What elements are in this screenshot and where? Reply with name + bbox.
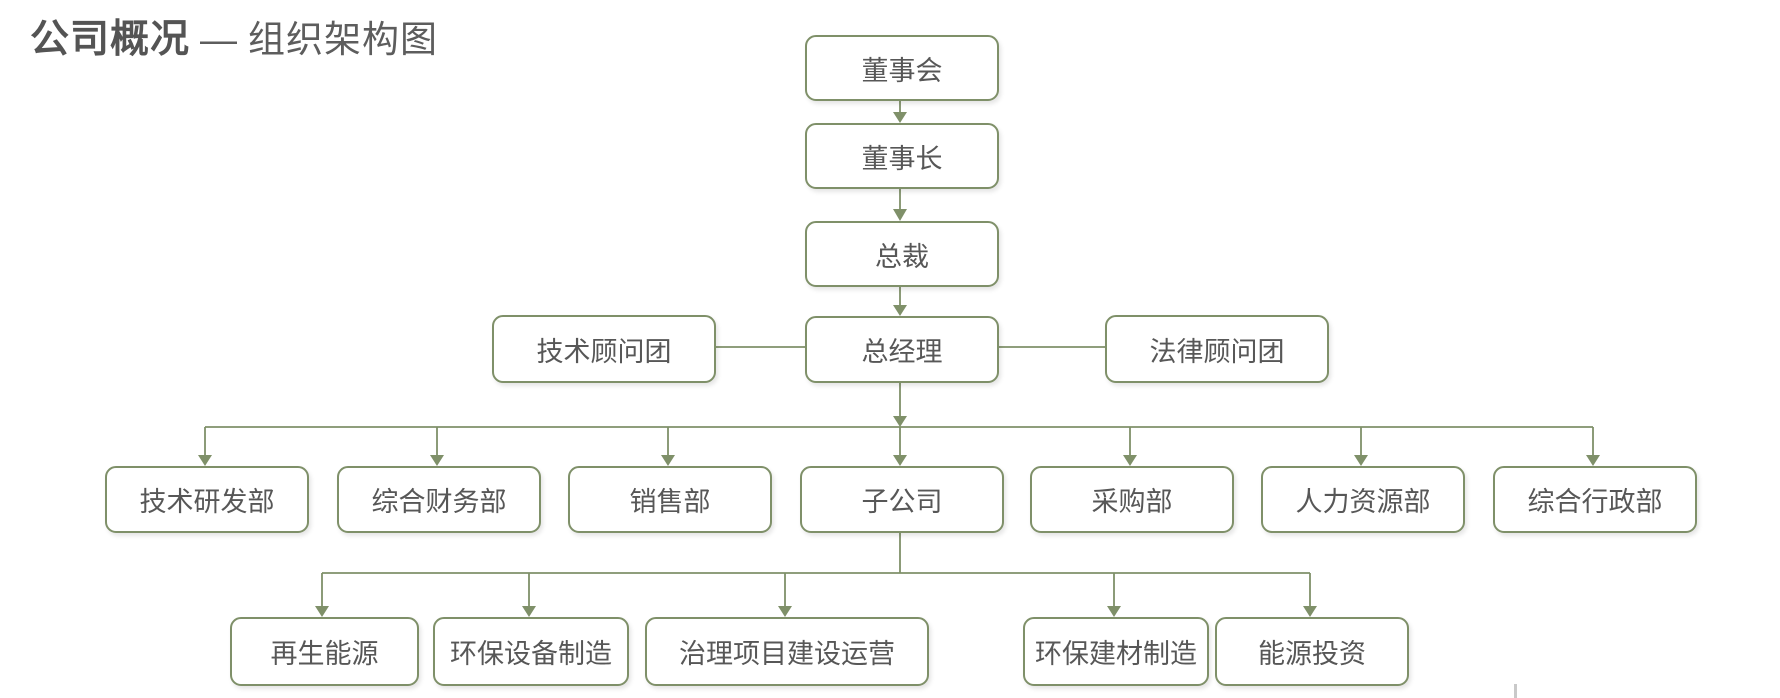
org-node-sub-enviro-equipment[interactable]: 环保设备制造 [433, 617, 629, 686]
connector-drop-dept-rnd [198, 427, 212, 466]
connector-chairman-president [893, 185, 907, 221]
connector-drop-dept-subsidiaries [893, 427, 907, 466]
org-node-dept-subsidiaries[interactable]: 子公司 [800, 466, 1004, 533]
connector-drop-dept-procurement [1123, 427, 1137, 466]
org-node-chairman[interactable]: 董事长 [805, 123, 999, 189]
org-node-tech-advisory[interactable]: 技术顾问团 [492, 315, 716, 383]
connector-drop-dept-finance [430, 427, 444, 466]
org-node-sub-building-materials[interactable]: 环保建材制造 [1023, 617, 1209, 686]
org-node-sub-renewable-energy[interactable]: 再生能源 [230, 617, 419, 686]
page-title-primary: 公司概况 [30, 18, 191, 61]
connector-drop-dept-admin [1586, 427, 1600, 466]
connector-drop-sub-equipment [522, 573, 536, 617]
page-title-separator: — [200, 19, 239, 60]
org-node-sub-energy-investment[interactable]: 能源投资 [1215, 617, 1409, 686]
org-node-dept-rnd[interactable]: 技术研发部 [105, 466, 309, 533]
org-node-president[interactable]: 总裁 [805, 221, 999, 287]
connector-drop-sub-materials [1107, 573, 1121, 617]
connector-gm-department-bus [893, 379, 907, 427]
connector-drop-sub-renewable [315, 573, 329, 617]
scrollbar-artifact [1514, 684, 1517, 698]
page-title: 公司概况—组织架构图 [30, 8, 438, 64]
org-node-dept-hr[interactable]: 人力资源部 [1261, 466, 1465, 533]
connector-drop-dept-sales [661, 427, 675, 466]
org-node-dept-sales[interactable]: 销售部 [568, 466, 772, 533]
org-node-dept-finance[interactable]: 综合财务部 [337, 466, 541, 533]
connector-drop-sub-projects [778, 573, 792, 617]
org-node-dept-admin[interactable]: 综合行政部 [1493, 466, 1697, 533]
connector-drop-dept-hr [1354, 427, 1368, 466]
connector-president-gm [893, 283, 907, 316]
org-node-dept-procurement[interactable]: 采购部 [1030, 466, 1234, 533]
org-node-sub-treatment-projects[interactable]: 治理项目建设运营 [645, 617, 929, 686]
org-node-board[interactable]: 董事会 [805, 35, 999, 101]
connector-drop-sub-energy [1303, 573, 1317, 617]
org-node-general-manager[interactable]: 总经理 [805, 316, 999, 383]
page-title-secondary: 组织架构图 [248, 19, 439, 60]
org-node-legal-advisory[interactable]: 法律顾问团 [1105, 315, 1329, 383]
